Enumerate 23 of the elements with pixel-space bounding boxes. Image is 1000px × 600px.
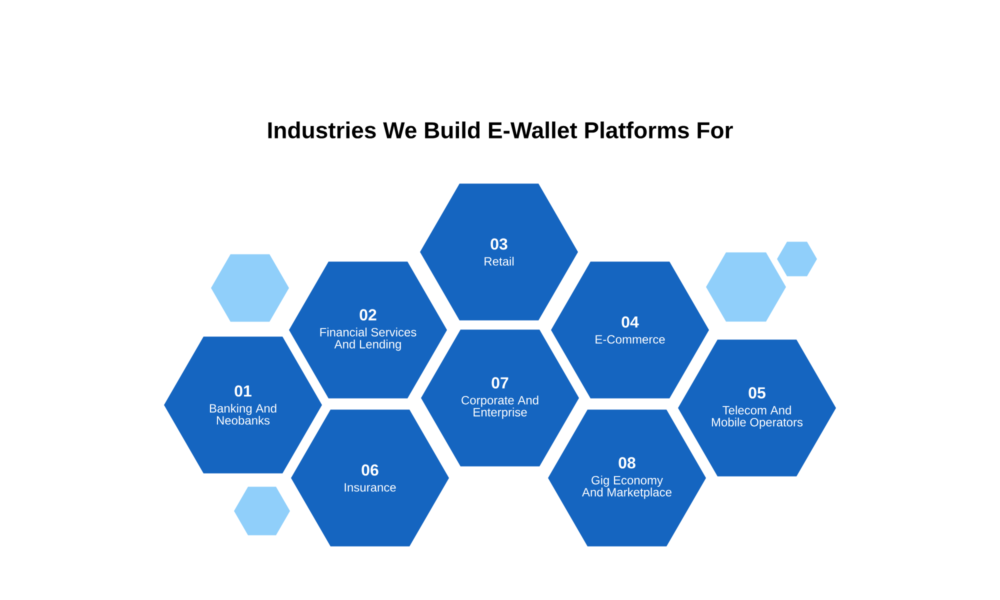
decorative-hexagon [234, 486, 290, 536]
industry-hexagon: 07 Corporate And Enterprise [421, 330, 579, 466]
node-label: 02 [360, 309, 376, 320]
node-label: 01 [234, 385, 252, 397]
node-label: 04 [622, 316, 639, 328]
decorative-hexagon [211, 254, 289, 322]
industry-hexagon: 02 Financial Services And Lending [289, 262, 447, 398]
node-label: Corporate And Enterprise [462, 396, 538, 419]
industry-hexagon: 04 E-Commerce [551, 262, 709, 398]
title: Industries We Build E-Wallet Platforms For [268, 122, 733, 138]
industry-hexagon: 01 Banking And Neobanks [164, 336, 322, 474]
node-label: Banking And Neobanks [210, 404, 276, 425]
node-label: Financial Services And Lending [320, 328, 416, 351]
industry-hexagon: 08 Gig Economy And Marketplace [548, 410, 706, 546]
industry-hexagon: 05 Telecom And Mobile Operators [678, 340, 836, 476]
decorative-hexagon [777, 242, 817, 276]
node-label: 07 [492, 377, 508, 388]
node-label: Telecom And Mobile Operators [712, 406, 803, 429]
industry-hexagon: 03 Retail [420, 184, 578, 320]
industry-hexagon: 06 Insurance [291, 410, 449, 546]
decorative-hexagon [706, 252, 786, 322]
node-label: E-Commerce [596, 335, 665, 344]
node-label: 05 [748, 387, 766, 398]
